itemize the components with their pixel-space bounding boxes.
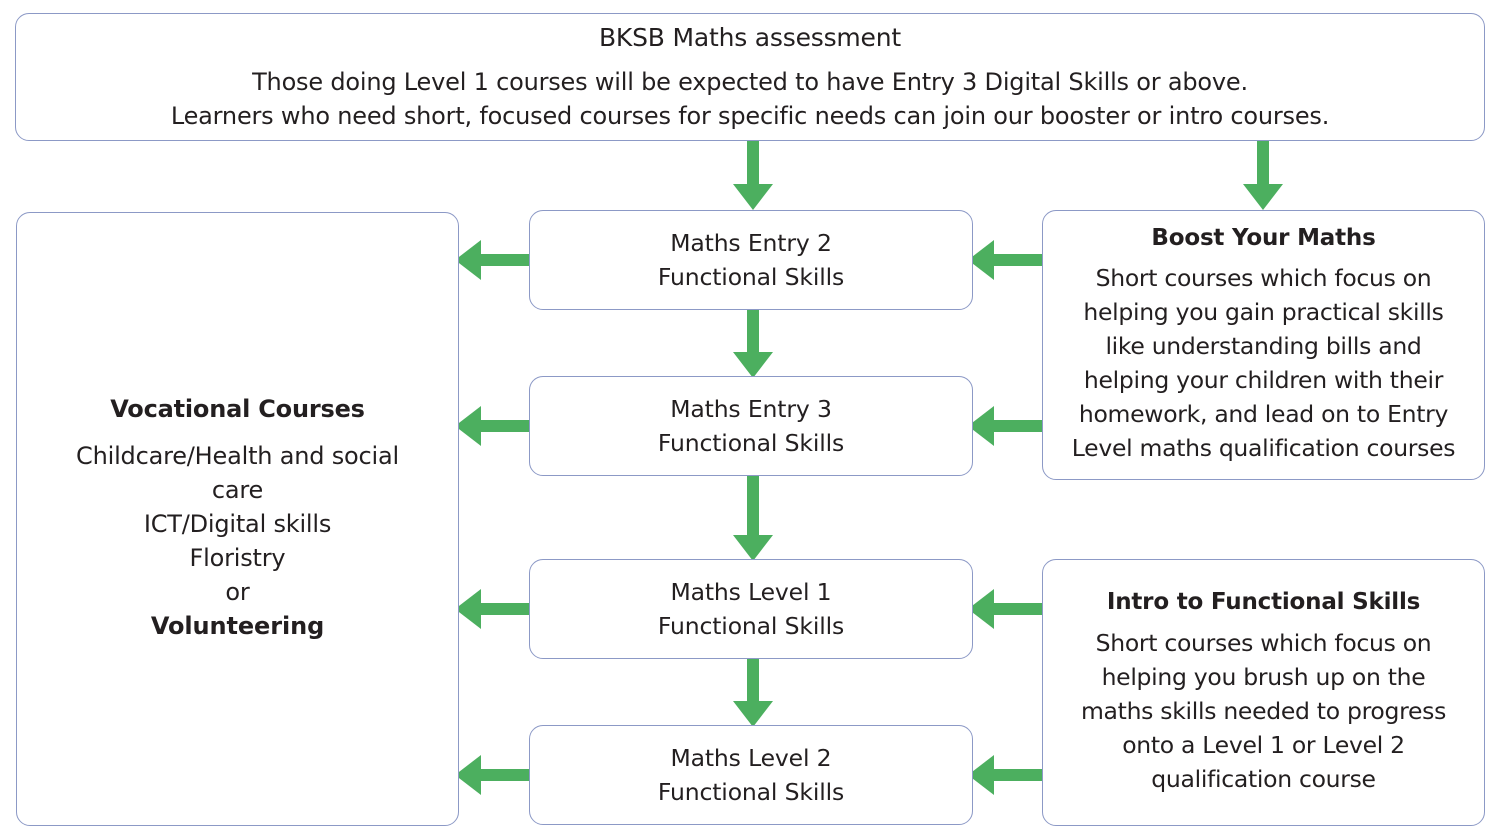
boost-your-maths-line-4: homework, and lead on to Entry [1078,400,1449,429]
arrow-intro-to-functional-skills-to-maths-level-1 [968,589,1047,629]
boost-your-maths-line-0: Short courses which focus on [1095,264,1432,293]
intro-to-functional-skills-line-2: maths skills needed to progress [1080,696,1447,725]
maths-entry-2-line-1: Maths Entry 2 [670,228,832,257]
maths-level-1-line-1: Maths Level 1 [670,577,832,606]
arrow-shaft [991,769,1047,781]
boost-your-maths-line-5: Level maths qualification courses [1071,434,1456,463]
maths-level-2-line-2: Functional Skills [657,778,845,806]
arrow-maths-entry-3-to-maths-level-1 [733,476,773,561]
arrow-head [733,352,773,378]
arrow-shaft [747,141,759,186]
maths-level-2-line-1: Maths Level 2 [670,743,832,772]
arrow-maths-level-2-to-vocational-courses [455,755,534,795]
intro-to-functional-skills-box: Intro to Functional Skills Short courses… [1042,559,1485,826]
intro-to-functional-skills-line-4: qualification course [1151,764,1376,793]
arrow-maths-level-1-to-vocational-courses [455,589,534,629]
maths-level-2-box: Maths Level 2 Functional Skills [529,725,973,825]
arrow-shaft [1257,141,1269,186]
arrow-shaft [747,659,759,703]
arrow-head [455,406,481,446]
boost-your-maths-title: Boost Your Maths [1151,224,1376,251]
arrow-header-to-maths-entry-2 [733,141,773,210]
maths-entry-3-line-2: Functional Skills [657,429,845,457]
arrow-head [1243,184,1283,210]
arrow-shaft [478,254,534,266]
arrow-shaft [478,420,534,432]
arrow-shaft [478,603,534,615]
arrow-maths-entry-2-to-vocational-courses [455,240,534,280]
arrow-shaft [478,769,534,781]
assessment-note-line-1: Those doing Level 1 courses will be expe… [252,67,1248,96]
vocational-courses-box: Vocational Courses Childcare/Health and … [16,212,459,826]
assessment-note-line-2: Learners who need short, focused courses… [170,102,1330,130]
arrow-shaft [991,420,1047,432]
intro-to-functional-skills-title: Intro to Functional Skills [1106,589,1421,616]
vocational-course-item-0: Childcare/Health and social care [76,441,399,504]
arrow-head [455,755,481,795]
boost-your-maths-box: Boost Your Maths Short courses which foc… [1042,210,1485,480]
vocational-course-item-2: Floristry [189,543,286,572]
maths-level-1-box: Maths Level 1 Functional Skills [529,559,973,659]
maths-entry-3-box: Maths Entry 3 Functional Skills [529,376,973,476]
intro-to-functional-skills-line-3: onto a Level 1 or Level 2 [1122,730,1405,759]
arrow-maths-level-1-to-maths-level-2 [733,659,773,727]
maths-entry-2-box: Maths Entry 2 Functional Skills [529,210,973,310]
vocational-courses-title: Vocational Courses [110,394,365,423]
arrow-head [455,240,481,280]
arrow-shaft [747,310,759,354]
boost-your-maths-line-2: like understanding bills and [1105,332,1422,361]
arrow-maths-entry-2-to-maths-entry-3 [733,310,773,378]
boost-your-maths-line-1: helping you gain practical skills [1083,298,1444,327]
arrow-shaft [991,254,1047,266]
maths-level-1-line-2: Functional Skills [657,612,845,640]
boost-your-maths-line-3: helping your children with their [1083,366,1444,395]
assessment-header-box: BKSB Maths assessment Those doing Level … [15,13,1485,141]
arrow-boost-your-maths-to-maths-entry-3 [968,406,1047,446]
arrow-shaft [747,476,759,537]
arrow-maths-entry-3-to-vocational-courses [455,406,534,446]
arrow-header-to-boost-your-maths [1243,141,1283,210]
arrow-head [733,535,773,561]
arrow-intro-to-functional-skills-to-maths-level-2 [968,755,1047,795]
maths-entry-3-line-1: Maths Entry 3 [670,394,832,423]
arrow-head [455,589,481,629]
intro-to-functional-skills-line-0: Short courses which focus on [1095,628,1432,657]
arrow-shaft [991,603,1047,615]
vocational-course-item-1: ICT/Digital skills [143,509,332,538]
arrow-boost-your-maths-to-maths-entry-2 [968,240,1047,280]
intro-to-functional-skills-line-1: helping you brush up on the [1101,662,1426,691]
arrow-head [733,184,773,210]
arrow-head [733,701,773,727]
vocational-course-item-3: or [225,577,250,606]
vocational-course-item-volunteering: Volunteering [150,612,325,641]
maths-entry-2-line-2: Functional Skills [657,263,845,291]
assessment-title: BKSB Maths assessment [598,22,901,52]
